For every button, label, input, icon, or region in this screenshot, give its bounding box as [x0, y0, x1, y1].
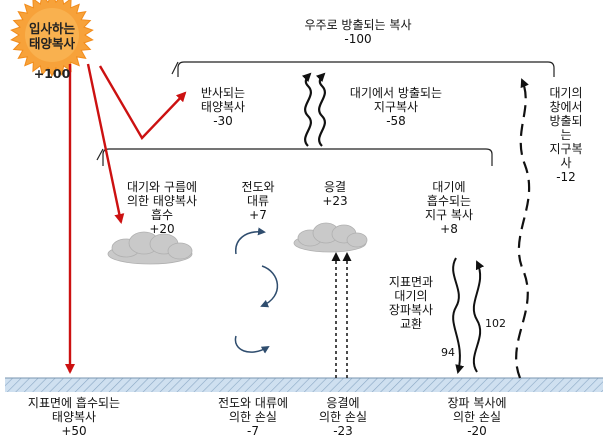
upward-longwave-arrow: [472, 260, 485, 373]
incoming-solar-label: 입사하는 태양복사: [28, 21, 75, 51]
reflected-text: 반사되는 태양복사-30: [201, 86, 245, 128]
convection-curved-arrows: [234, 227, 279, 354]
longwave-absorbed-label: 대기에 흡수되는 지구 복사: [425, 180, 473, 222]
solar-to-cloud-arrow: [86, 63, 125, 224]
condensation-label: 응결: [323, 180, 347, 194]
reflected-label: 반사되는 태양복사: [200, 86, 246, 114]
longwave-absorbed-value: +8: [440, 222, 458, 236]
reflected-arrow: [98, 65, 187, 140]
window-label: 대기의 창에서 방출되는 지구복사: [549, 86, 583, 170]
condensation-value: +23: [322, 194, 348, 208]
downward-longwave-arrow: [452, 257, 465, 374]
ground-surface: [5, 378, 603, 392]
condensation-loss-value: -23: [333, 424, 353, 438]
atmosphere-emission-wavy-arrows: [301, 72, 326, 147]
conduction-loss-value: -7: [247, 424, 259, 438]
upward-longwave-value: 102: [485, 317, 506, 330]
conduction-text: 전도와 대류+7: [241, 180, 274, 222]
space-bracket: [177, 61, 555, 77]
atmosphere-bracket: [102, 148, 493, 166]
conduction-loss-label: 전도와 대류에 의한 손실: [217, 396, 289, 424]
longwave-loss-text: 장파 복사에 의한 손실-20: [447, 396, 506, 438]
atmosphere-emitted-text: 대기에서 방출되는 지구복사-58: [350, 86, 442, 128]
atmosphere-emitted-label: 대기에서 방출되는 지구복사: [349, 86, 443, 114]
absorbed-atm-label: 대기와 구름에 의한 태양복사 흡수: [126, 180, 198, 222]
conduction-value: +7: [249, 208, 267, 222]
window-text: 대기의 창에서 방출되는 지구복사-12: [545, 86, 587, 184]
longwave-absorbed-text: 대기에 흡수되는 지구 복사+8: [425, 180, 473, 236]
condensation-loss-label: 응결에 의한 손실: [319, 396, 367, 424]
absorbed-atm-value: +20: [149, 222, 175, 236]
condensation-loss-text: 응결에 의한 손실-23: [319, 396, 367, 438]
cloud-icon: [293, 222, 368, 253]
window-dashed-arrow: [515, 78, 531, 379]
absorbed-atm-text: 대기와 구름에 의한 태양복사 흡수+20: [127, 180, 197, 236]
surface-absorbed-text: 지표면에 흡수되는 태양복사+50: [28, 396, 120, 438]
incoming-solar-value: +100: [33, 66, 71, 81]
downward-longwave-value: 94: [441, 346, 455, 359]
surface-absorbed-label: 지표면에 흡수되는 태양복사: [27, 396, 121, 424]
conduction-label: 전도와 대류: [241, 180, 275, 208]
atmosphere-emitted-value: -58: [386, 114, 406, 128]
space-emission-text: 우주로 방출되는 복사-100: [305, 18, 412, 46]
exchange-label: 지표면과 대기의 장파복사 교환: [388, 275, 434, 331]
longwave-loss-label: 장파 복사에 의한 손실: [447, 396, 507, 424]
longwave-loss-value: -20: [467, 424, 487, 438]
condensation-text: 응결+23: [322, 180, 347, 208]
condensation-arrows: [331, 252, 352, 378]
reflected-value: -30: [213, 114, 233, 128]
sun-icon: [10, 0, 94, 78]
surface-absorbed-value: +50: [61, 424, 87, 438]
space-emission-label: 우주로 방출되는 복사: [304, 18, 412, 32]
conduction-loss-text: 전도와 대류에 의한 손실-7: [218, 396, 288, 438]
space-emission-value: -100: [344, 32, 372, 46]
cloud-icon: [107, 231, 193, 265]
sun-label: 입사하는 태양복사 +100: [12, 6, 92, 81]
window-value: -12: [556, 170, 576, 184]
